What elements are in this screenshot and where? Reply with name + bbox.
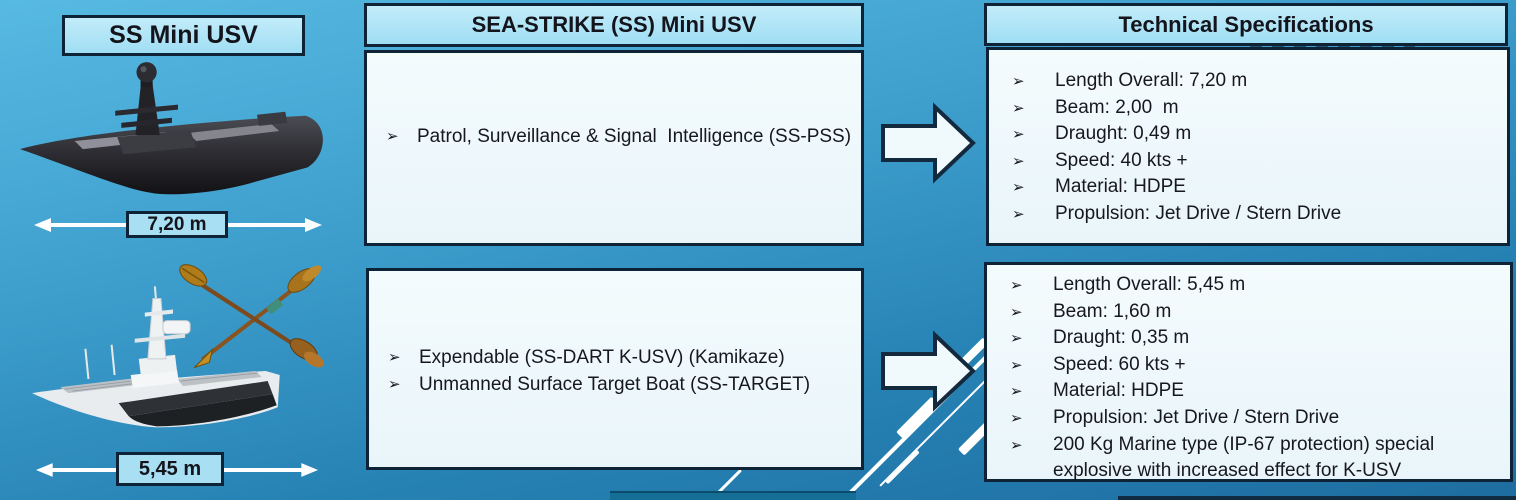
arrowhead-bullet-icon: ➢	[1010, 276, 1023, 294]
white-usv-image	[26, 286, 318, 466]
crossed-arrows-icon	[176, 260, 328, 382]
dimension-label-top: 7,20 m	[126, 211, 228, 238]
middle-header-text: SEA-STRIKE (SS) Mini USV	[471, 12, 757, 37]
list-item: ➢ Length Overall: 5,45 m	[1007, 272, 1504, 299]
list-item-text: Beam: 1,60 m	[1053, 300, 1172, 322]
dark-usv-image	[16, 56, 342, 216]
list-item-text: Length Overall: 7,20 m	[1055, 70, 1248, 91]
list-item: ➢ Unmanned Surface Target Boat (SS-TARGE…	[385, 371, 857, 398]
list-item: ➢ Propulsion: Jet Drive / Stern Drive	[1009, 201, 1503, 228]
middle-header-box: SEA-STRIKE (SS) Mini USV	[364, 3, 864, 47]
list-item: ➢ Patrol, Surveillance & Signal Intellig…	[383, 123, 857, 150]
list-item-text: Speed: 60 kts +	[1053, 353, 1186, 375]
list-item-text: Propulsion: Jet Drive / Stern Drive	[1053, 406, 1340, 428]
list-item-text: Propulsion: Jet Drive / Stern Drive	[1055, 202, 1342, 224]
left-title-box: SS Mini USV	[62, 15, 305, 56]
block-arrow-top-icon	[881, 102, 976, 184]
arrowhead-bullet-icon: ➢	[1010, 408, 1023, 427]
list-item: ➢ Length Overall: 7,20 m	[1009, 68, 1503, 95]
dimension-label-bottom: 5,45 m	[116, 452, 224, 486]
left-title-text: SS Mini USV	[109, 21, 258, 49]
arrowhead-bullet-icon: ➢	[1012, 151, 1025, 170]
middle-box-roles-2: ➢ Expendable (SS-DART K-USV) (Kamikaze) …	[366, 268, 864, 470]
list-item: ➢ Speed: 60 kts +	[1007, 352, 1504, 379]
spec-box-2: ➢ Length Overall: 5,45 m ➢ Beam: 1,60 m …	[984, 262, 1513, 482]
arrowhead-bullet-icon: ➢	[1010, 302, 1023, 321]
arrowhead-bullet-icon: ➢	[1012, 204, 1025, 223]
bottom-navy-bar	[1118, 496, 1516, 500]
list-item: ➢ Material: HDPE	[1007, 378, 1504, 405]
list-item-text: Speed: 40 kts +	[1055, 149, 1188, 171]
spec-box-1: ➢ Length Overall: 7,20 m ➢ Beam: 2,00 m …	[986, 47, 1510, 246]
list-item: ➢ Beam: 1,60 m	[1007, 299, 1504, 326]
dimension-top-text: 7,20 m	[147, 213, 207, 235]
role-list: ➢ Expendable (SS-DART K-USV) (Kamikaze) …	[385, 344, 857, 398]
list-item-text: Expendable (SS-DART K-USV) (Kamikaze)	[419, 347, 785, 368]
list-item-text: Draught: 0,49 m	[1055, 123, 1192, 145]
list-item: ➢ Speed: 40 kts +	[1009, 148, 1503, 175]
arrowhead-bullet-icon: ➢	[1012, 72, 1025, 90]
arrowhead-bullet-icon: ➢	[1010, 355, 1023, 374]
list-item: ➢ Expendable (SS-DART K-USV) (Kamikaze)	[385, 344, 857, 371]
list-item: ➢ Draught: 0,35 m	[1007, 325, 1504, 352]
right-header-box: Technical Specifications	[984, 3, 1508, 46]
header-overlap-artifact	[1250, 44, 1415, 49]
arrowhead-bullet-icon: ➢	[386, 127, 399, 145]
spec-list: ➢ Length Overall: 5,45 m ➢ Beam: 1,60 m …	[1007, 272, 1504, 485]
list-item-text: Unmanned Surface Target Boat (SS-TARGET)	[419, 374, 811, 395]
arrowhead-bullet-icon: ➢	[388, 375, 401, 393]
arrowhead-bullet-icon: ➢	[1010, 329, 1023, 348]
block-arrow-bottom-icon	[881, 330, 976, 412]
bottom-teal-bar	[610, 491, 856, 500]
list-item-text: Material: HDPE	[1053, 380, 1184, 402]
spec-list: ➢ Length Overall: 7,20 m ➢ Beam: 2,00 m …	[1009, 68, 1503, 228]
arrowhead-bullet-icon: ➢	[388, 348, 401, 366]
middle-box-roles-1: ➢ Patrol, Surveillance & Signal Intellig…	[364, 50, 864, 246]
list-item-text: Material: HDPE	[1055, 176, 1186, 198]
right-header-text: Technical Specifications	[1118, 11, 1374, 37]
list-item: ➢ Material: HDPE	[1009, 174, 1503, 201]
arrowhead-bullet-icon: ➢	[1012, 98, 1025, 117]
list-item: ➢ 200 Kg Marine type (IP-67 protection) …	[1007, 432, 1504, 485]
list-item: ➢ Beam: 2,00 m	[1009, 95, 1503, 122]
list-item: ➢ Propulsion: Jet Drive / Stern Drive	[1007, 405, 1504, 432]
list-item-text: Draught: 0,35 m	[1053, 327, 1190, 349]
list-item-text: Patrol, Surveillance & Signal Intelligen…	[417, 126, 852, 147]
arrowhead-bullet-icon: ➢	[1012, 178, 1025, 197]
list-item-text: Length Overall: 5,45 m	[1053, 274, 1246, 295]
list-item: ➢ Draught: 0,49 m	[1009, 121, 1503, 148]
arrowhead-bullet-icon: ➢	[1012, 125, 1025, 144]
list-item-text: 200 Kg Marine type (IP-67 protection) sp…	[1053, 433, 1440, 482]
role-list: ➢ Patrol, Surveillance & Signal Intellig…	[383, 123, 857, 150]
arrowhead-bullet-icon: ➢	[1010, 435, 1023, 454]
dimension-bottom-text: 5,45 m	[138, 457, 202, 480]
list-item-text: Beam: 2,00 m	[1055, 96, 1179, 118]
arrowhead-bullet-icon: ➢	[1010, 382, 1023, 401]
